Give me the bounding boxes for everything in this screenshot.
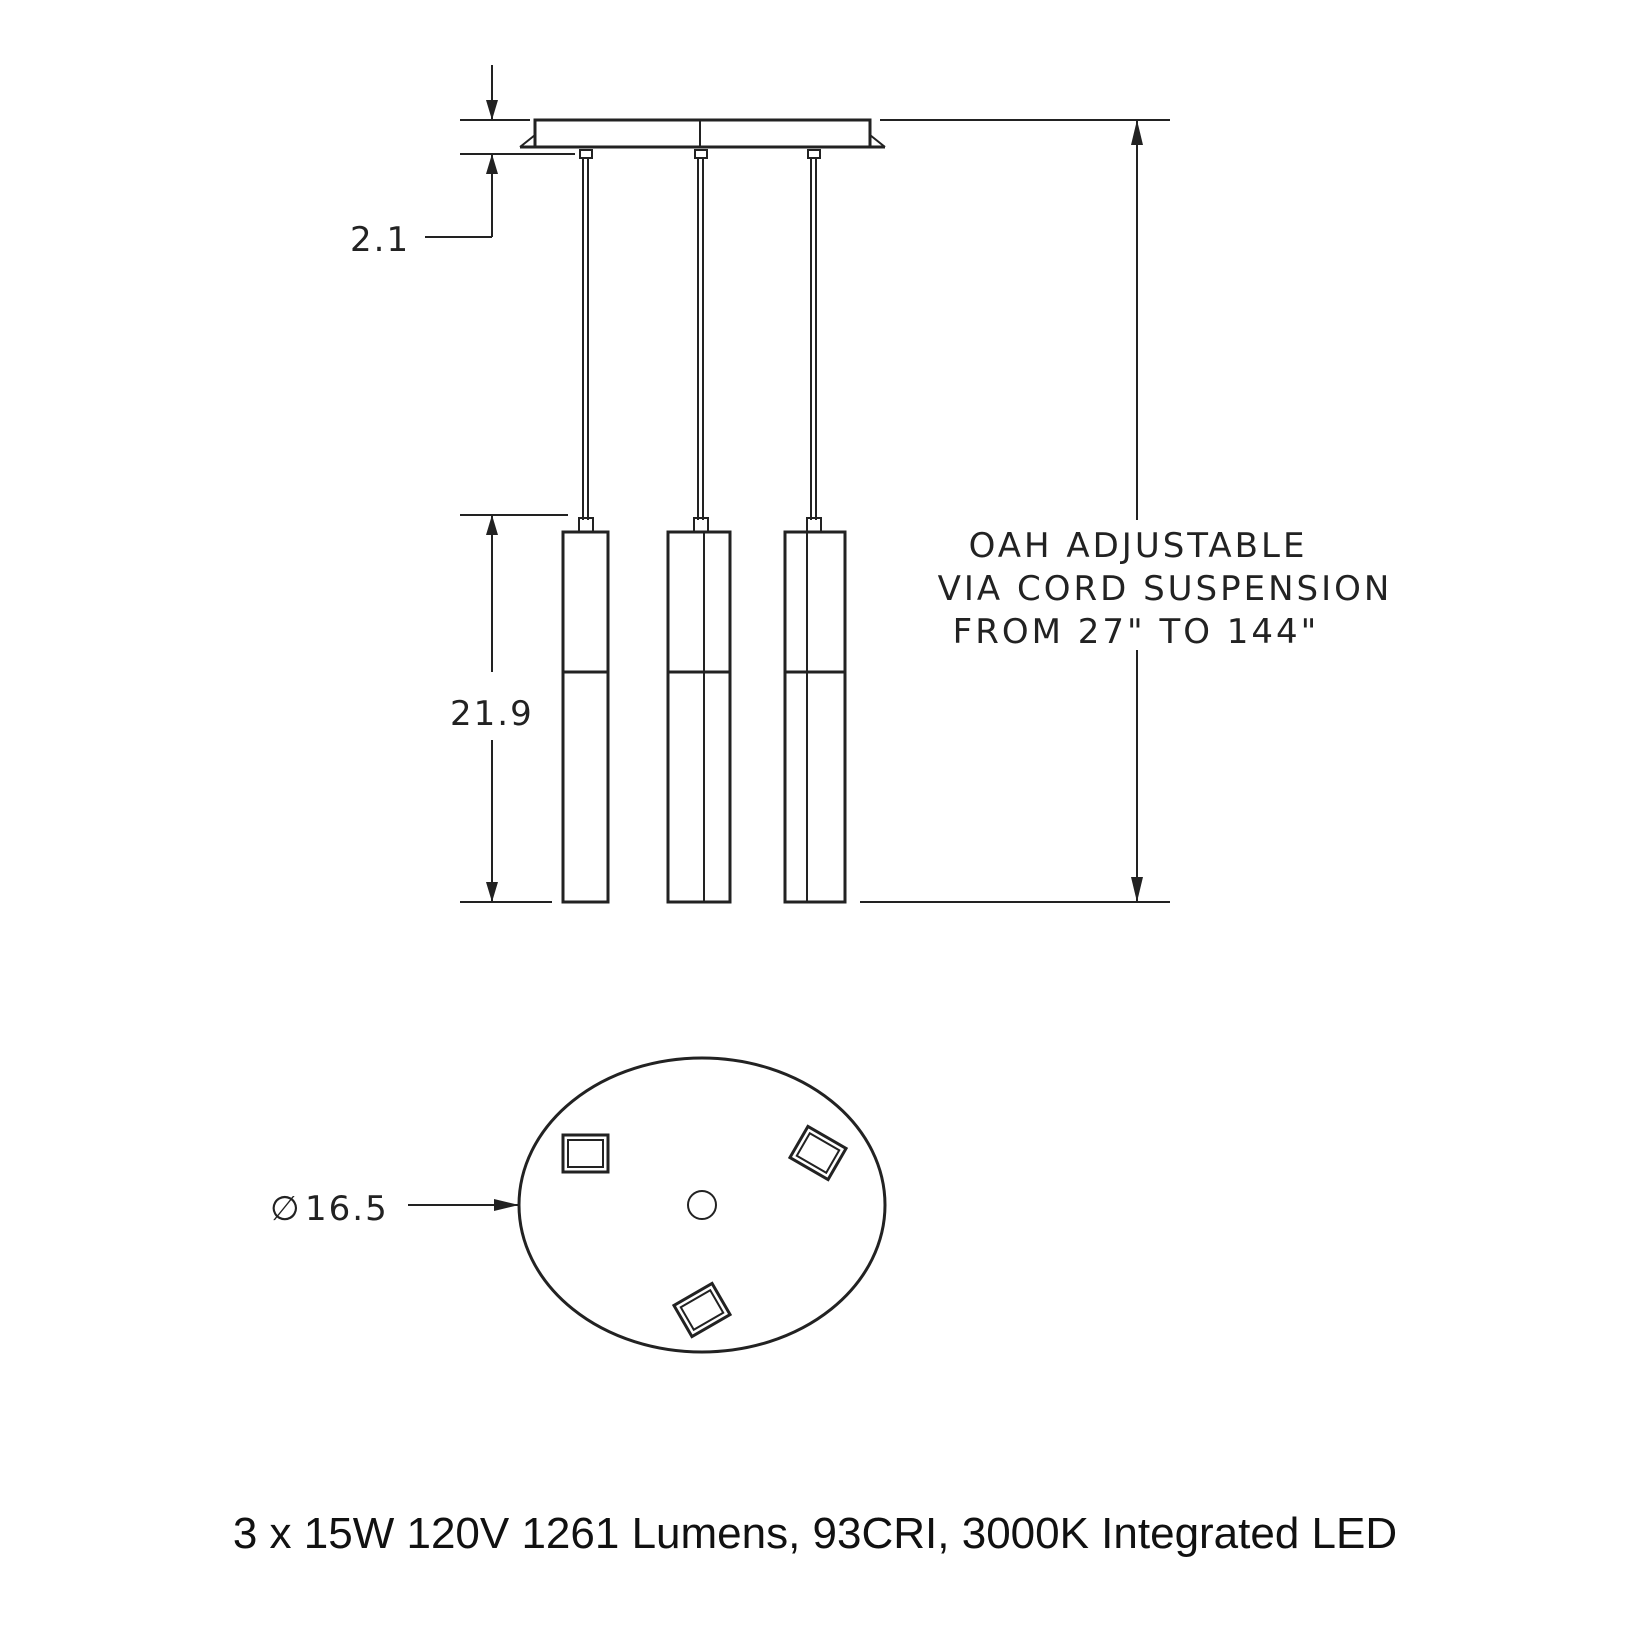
dimension-overall-height bbox=[860, 119, 1170, 903]
canopy-plan-view bbox=[517, 1056, 887, 1354]
shade-length-label: 21.9 bbox=[450, 694, 534, 734]
oah-note-line3: FROM 27" TO 144" bbox=[953, 612, 1320, 652]
canopy-side-view bbox=[519, 118, 886, 149]
dimension-canopy-height bbox=[425, 65, 575, 238]
pendant-shades bbox=[561, 530, 847, 904]
diameter-label: 16.5 bbox=[305, 1189, 389, 1229]
diameter-symbol: ∅ bbox=[270, 1189, 302, 1229]
dimension-diameter bbox=[408, 1199, 519, 1211]
oah-note-line2: VIA CORD SUSPENSION bbox=[938, 569, 1393, 609]
canopy-height-label: 2.1 bbox=[350, 220, 410, 260]
oah-note-line1: OAH ADJUSTABLE bbox=[969, 526, 1308, 566]
suspension-cords bbox=[578, 149, 822, 533]
dimension-shade-length bbox=[460, 514, 568, 903]
spec-line: 3 x 15W 120V 1261 Lumens, 93CRI, 3000K I… bbox=[233, 1509, 1397, 1558]
